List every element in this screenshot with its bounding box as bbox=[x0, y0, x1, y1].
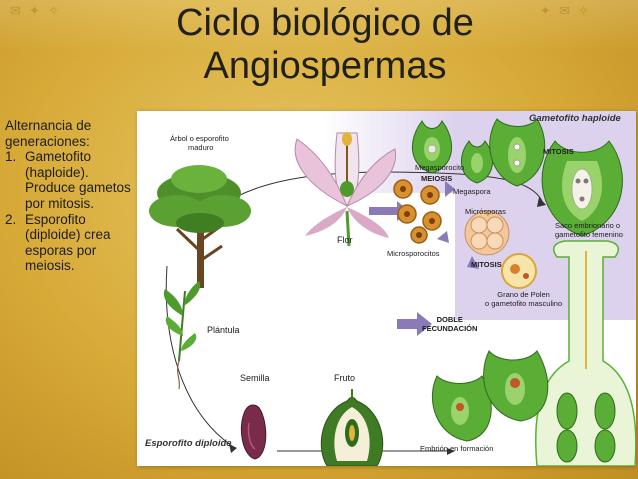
label-esporofito-diploide: Esporofito diploide bbox=[145, 438, 232, 449]
arrow-icon bbox=[445, 181, 455, 197]
diagram-illustration bbox=[149, 118, 636, 466]
embryo-ovule-icon bbox=[483, 350, 549, 422]
label-saco-line1: Saco embrionario o bbox=[555, 221, 621, 230]
arrow-icon bbox=[397, 312, 432, 336]
label-megaspora: Megaspora bbox=[453, 187, 491, 196]
stamp-glyphs-left: ✉ ✦ ✧ bbox=[10, 4, 61, 19]
list-item: 1. Gametofito (haploide). Produce gameto… bbox=[5, 149, 135, 211]
label-doble-line2: FECUNDACIÓN bbox=[422, 324, 478, 333]
label-semilla: Semilla bbox=[240, 373, 270, 383]
pistil-icon bbox=[535, 240, 636, 466]
flower-icon bbox=[294, 132, 397, 247]
sidebar-text: Alternancia de generaciones: 1. Gametofi… bbox=[5, 118, 135, 274]
label-mitosis-mid: MITOSIS bbox=[471, 260, 502, 269]
pollen-grain-icon bbox=[501, 253, 537, 289]
list-item-number: 1. bbox=[5, 149, 17, 165]
seedling-icon bbox=[163, 281, 201, 390]
label-grano-polen: Grano de Polen o gametofito masculino bbox=[485, 290, 562, 308]
title-line-1: Ciclo biológico de bbox=[176, 2, 474, 44]
stamp-glyphs-right: ✦ ✉ ✧ bbox=[540, 4, 591, 19]
label-grano-line1: Grano de Polen bbox=[497, 290, 550, 299]
microsporocyte-icon bbox=[393, 179, 442, 244]
label-mitosis-top: MITOSIS bbox=[543, 147, 574, 156]
label-plantula: Plántula bbox=[207, 325, 240, 335]
arrow-icon bbox=[447, 448, 455, 455]
label-microsporocitos: Microsporocitos bbox=[387, 249, 440, 258]
list-item: 2. Esporofito (diploide) crea esporas po… bbox=[5, 212, 135, 274]
list-item-text: Esporofito (diploide) crea esporas por m… bbox=[25, 211, 111, 274]
label-fruto: Fruto bbox=[334, 373, 356, 383]
label-arbol: Árbol o esporofito maduro bbox=[170, 134, 229, 152]
label-meiosis: MEIOSIS bbox=[421, 174, 453, 183]
label-megasporocito: Megasporocito bbox=[415, 163, 465, 172]
label-gametofito-haploide: Gametofito haploide bbox=[529, 113, 621, 124]
label-saco-embrionario: Saco embrionario o gametofito femenino bbox=[555, 221, 623, 239]
sidebar-intro: Alternancia de generaciones: bbox=[5, 118, 92, 149]
background-stamp-band: ✉ ✦ ✧ ✦ ✉ ✧ bbox=[0, 0, 638, 52]
list-item-number: 2. bbox=[5, 211, 17, 227]
sidebar-list: 1. Gametofito (haploide). Produce gameto… bbox=[5, 149, 135, 274]
tree-icon bbox=[149, 165, 251, 288]
label-saco-line2: gametofito femenino bbox=[555, 230, 623, 239]
label-arbol-line2: maduro bbox=[188, 143, 214, 152]
megaspore-icon bbox=[461, 140, 493, 184]
microspores-tetrad-icon bbox=[464, 210, 510, 269]
label-embrion: Embrión en formación bbox=[420, 444, 494, 453]
embryo-sac-icon bbox=[541, 140, 623, 237]
arrow-icon bbox=[537, 197, 546, 207]
seed-icon bbox=[240, 404, 267, 460]
embryo-ovule-icon bbox=[432, 375, 492, 442]
gametophyte-ovule-icon bbox=[489, 118, 546, 187]
label-microsporas: Micrósporas bbox=[465, 207, 506, 216]
cycle-arc-left bbox=[165, 265, 233, 447]
label-grano-line2: o gametofito masculino bbox=[485, 299, 563, 308]
label-flor: Flor bbox=[337, 235, 353, 245]
label-doble-line1: DOBLE bbox=[436, 315, 463, 324]
label-arbol-line1: Árbol o esporofito bbox=[170, 134, 229, 143]
arrow-icon bbox=[229, 444, 237, 453]
slide-title: Ciclo biológico de Angiospermas bbox=[130, 2, 520, 88]
fruit-icon bbox=[320, 389, 384, 466]
list-item-text: Gametofito (haploide). Produce gametos p… bbox=[25, 149, 131, 211]
arrow-icon bbox=[437, 231, 449, 243]
label-doble-fecundacion: DOBLE FECUNDACIÓN bbox=[422, 315, 477, 333]
megasporocyte-icon bbox=[411, 120, 453, 174]
life-cycle-diagram: Árbol o esporofito maduro Flor Microspor… bbox=[137, 111, 636, 466]
title-line-2: Angiospermas bbox=[203, 45, 447, 87]
